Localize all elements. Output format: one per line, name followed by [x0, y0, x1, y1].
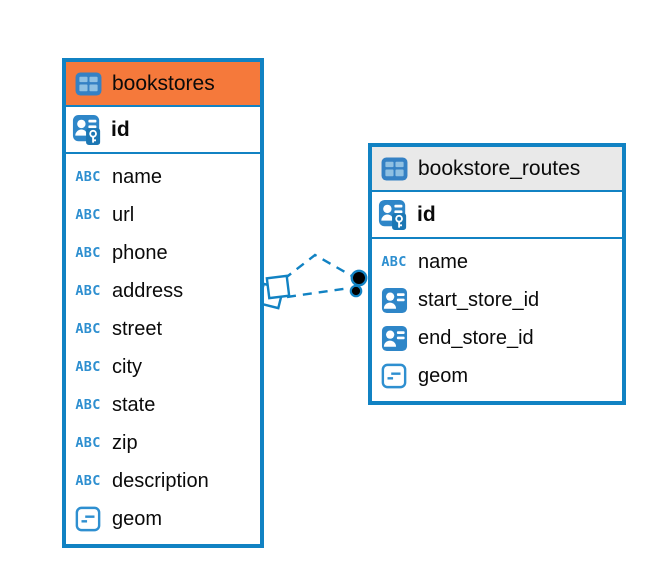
column-name: url	[112, 203, 135, 226]
text-type-icon: ABC	[75, 283, 101, 299]
column-name: end_store_id	[418, 326, 534, 349]
text-type-icon: ABC	[75, 169, 101, 185]
text-type-icon: ABC	[75, 359, 101, 375]
column-row-url[interactable]: ABC url	[66, 196, 260, 234]
many-end-marker-square-1	[265, 274, 291, 300]
primary-key-icon	[72, 114, 102, 146]
column-name: id	[417, 202, 436, 226]
column-name: geom	[418, 364, 469, 387]
one-end-dot-2	[349, 284, 363, 298]
column-row-description[interactable]: ABC description	[66, 462, 260, 500]
foreign-key-icon	[379, 325, 409, 352]
geometry-icon	[379, 363, 409, 389]
column-name: state	[112, 393, 156, 416]
column-row-end-store-id[interactable]: end_store_id	[372, 319, 622, 357]
column-name: zip	[112, 431, 138, 454]
column-name: description	[112, 469, 209, 492]
column-list: ABC name ABC url ABC phone ABC address A…	[66, 154, 260, 544]
column-row-id[interactable]: id	[66, 107, 260, 154]
column-row-geom[interactable]: geom	[66, 500, 260, 538]
column-name: city	[112, 355, 142, 378]
table-title: bookstore_routes	[418, 156, 581, 180]
column-name: geom	[112, 507, 163, 530]
text-type-icon: ABC	[381, 254, 407, 270]
table-bookstores-header[interactable]: bookstores	[66, 62, 260, 107]
text-type-icon: ABC	[75, 321, 101, 337]
column-name: id	[111, 117, 130, 141]
table-bookstores[interactable]: bookstores id ABC	[62, 58, 264, 548]
column-row-id[interactable]: id	[372, 192, 622, 239]
table-title: bookstores	[112, 71, 215, 95]
relationship-line-1[interactable]	[283, 253, 353, 280]
one-end-dot-1	[350, 269, 368, 287]
column-row-name[interactable]: ABC name	[66, 158, 260, 196]
column-row-phone[interactable]: ABC phone	[66, 234, 260, 272]
column-row-city[interactable]: ABC city	[66, 348, 260, 386]
table-icon	[379, 156, 409, 181]
column-list: ABC name start_store_id	[372, 239, 622, 401]
primary-key-icon	[378, 199, 408, 231]
table-bookstore-routes[interactable]: bookstore_routes id ABC	[368, 143, 626, 405]
column-name: street	[112, 317, 163, 340]
table-icon	[73, 71, 103, 96]
column-name: name	[418, 250, 469, 273]
text-type-icon: ABC	[75, 245, 101, 261]
text-type-icon: ABC	[75, 473, 101, 489]
column-row-name[interactable]: ABC name	[372, 243, 622, 281]
column-name: name	[112, 165, 163, 188]
column-row-zip[interactable]: ABC zip	[66, 424, 260, 462]
text-type-icon: ABC	[75, 435, 101, 451]
column-row-state[interactable]: ABC state	[66, 386, 260, 424]
column-row-address[interactable]: ABC address	[66, 272, 260, 310]
text-type-icon: ABC	[75, 397, 101, 413]
column-row-street[interactable]: ABC street	[66, 310, 260, 348]
foreign-key-icon	[379, 287, 409, 314]
column-name: phone	[112, 241, 168, 264]
column-row-start-store-id[interactable]: start_store_id	[372, 281, 622, 319]
column-row-geom[interactable]: geom	[372, 357, 622, 395]
text-type-icon: ABC	[75, 207, 101, 223]
column-name: start_store_id	[418, 288, 540, 311]
geometry-icon	[73, 506, 103, 532]
column-name: address	[112, 279, 184, 302]
table-bookstore-routes-header[interactable]: bookstore_routes	[372, 147, 622, 192]
relationship-line-2[interactable]	[286, 286, 351, 299]
